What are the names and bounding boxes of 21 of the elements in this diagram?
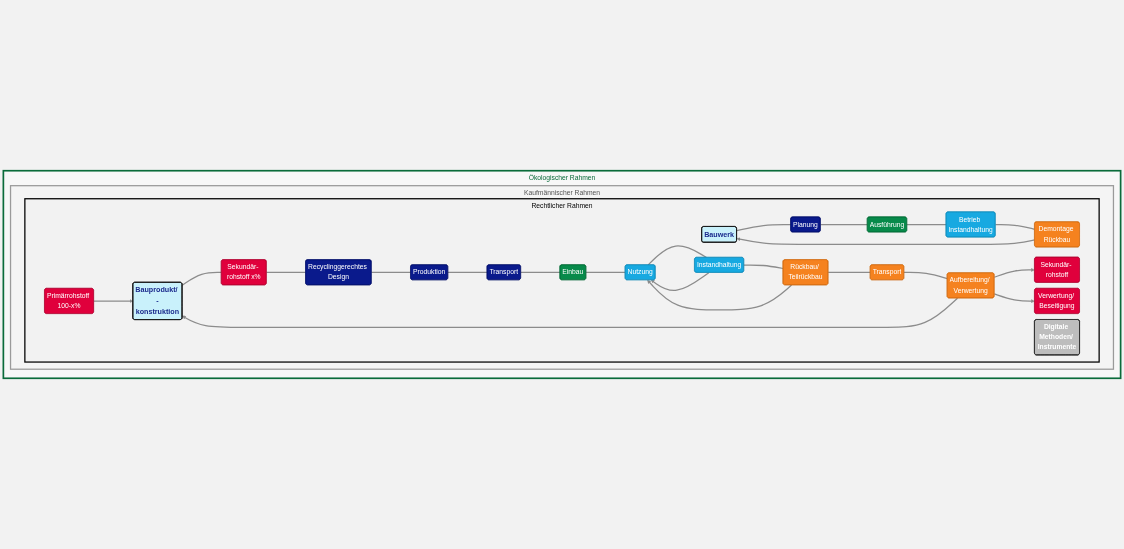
connector bbox=[819, 223, 869, 226]
arrow bbox=[993, 268, 1035, 278]
arrow bbox=[650, 272, 710, 292]
connector bbox=[265, 271, 307, 274]
connector bbox=[906, 223, 947, 226]
arrow bbox=[182, 297, 959, 328]
connector bbox=[520, 271, 561, 274]
arrow bbox=[736, 237, 1036, 245]
arrow bbox=[93, 299, 134, 303]
connector bbox=[736, 224, 792, 232]
connector bbox=[647, 245, 708, 266]
arrow bbox=[647, 279, 793, 311]
connector bbox=[994, 224, 1036, 230]
connector bbox=[743, 264, 784, 270]
connector bbox=[903, 271, 948, 280]
connector bbox=[181, 271, 223, 286]
connector bbox=[585, 271, 626, 274]
connector bbox=[447, 271, 488, 274]
arrow bbox=[993, 293, 1035, 303]
connector bbox=[370, 271, 412, 274]
connector bbox=[827, 271, 871, 274]
